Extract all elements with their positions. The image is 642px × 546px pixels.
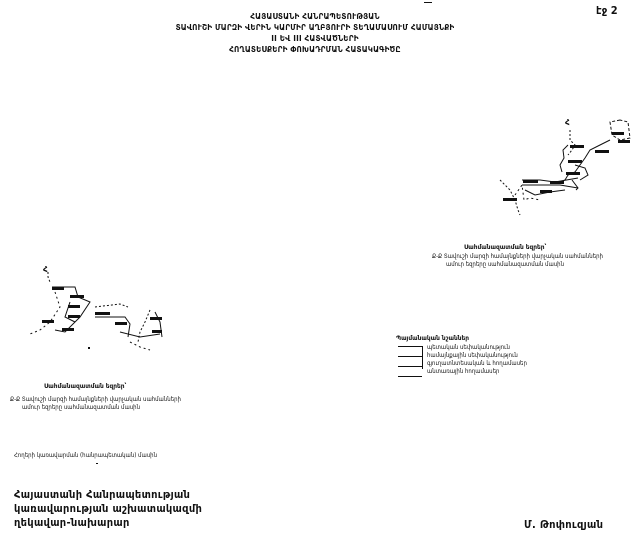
header-line: ՀՈՂԱՏԵՍՔԵՐԻ ՓՈԽԱԴՐՄԱՆ ՀԱՏԱԿԱԳԻԾԸ	[229, 45, 401, 54]
position-line: կառավարության աշխատակազմի	[14, 502, 203, 515]
map-right-title: Սահմանազատման եզրեր՝	[464, 243, 547, 251]
header-line: ՏԱՎՈՒՇԻ ՄԱՐԶԻ ՎԵՐԻՆ ԿԱՐՄԻՐ ԱՂԲՅՈՒՐԻ ՏԵՂԱ…	[175, 23, 455, 32]
legend-swatch	[398, 346, 423, 369]
map-right: Հ	[499, 118, 631, 216]
footer-note: Հողերի կառավարման (հանրապետական) մասին	[14, 452, 158, 459]
map-left-note-2: ամուր եզրերը սահմանազատման մասին	[22, 404, 141, 411]
legend-swatch	[398, 356, 422, 363]
scan-mark	[96, 463, 98, 464]
map-left-title: Սահմանազատման եզրեր՝	[44, 382, 127, 390]
position-line: Հայաստանի Հանրապետության	[14, 488, 191, 501]
document-header: ՀԱՅԱՍՏԱՆԻ ՀԱՆՐԱՊԵՏՈՒԹՅԱՆ ՏԱՎՈՒՇԻ ՄԱՐԶԻ Վ…	[150, 11, 480, 55]
legend-item: անտառային հողամասեր	[427, 368, 500, 375]
header-line: II ԵՎ III ՀԱՏՎԱԾՆԵՐԻ	[271, 34, 359, 43]
header-line: ՀԱՅԱՍՏԱՆԻ ՀԱՆՐԱՊԵՏՈՒԹՅԱՆ	[250, 12, 380, 21]
legend-swatch	[398, 366, 422, 373]
legend-item: գյուղատնտեսական և հողամասեր	[427, 360, 527, 367]
signatory-position: Հայաստանի Հանրապետության կառավարության ա…	[14, 488, 202, 530]
legend-title: Պայմանական նշաններ	[396, 334, 470, 342]
legend-swatch	[398, 376, 422, 383]
map-right-note-2: ամուր եզրերը սահմանազատման մասին	[446, 261, 565, 268]
north-label: Հ	[565, 118, 570, 127]
legend-item: համայնքային սեփականություն	[427, 352, 518, 359]
map-right-note-1: Ք-Ք Տավուշի մարզի համայնքների վարչական ս…	[432, 253, 603, 260]
page-number: էջ 2	[596, 4, 618, 17]
north-label: Հ	[43, 265, 48, 274]
map-left: Հ	[29, 265, 163, 351]
signatory-name: Մ. Թոփուզյան	[524, 518, 604, 531]
position-line: ղեկավար-նախարար	[14, 516, 130, 529]
legend-item: պետական սեփականություն	[427, 344, 510, 351]
map-left-note-1: Ք-Ք Տավուշի մարզի համայնքների վարչական ս…	[10, 396, 181, 403]
legend-items: պետական սեփականություն համայնքային սեփակ…	[427, 344, 527, 376]
scan-mark	[424, 2, 432, 3]
